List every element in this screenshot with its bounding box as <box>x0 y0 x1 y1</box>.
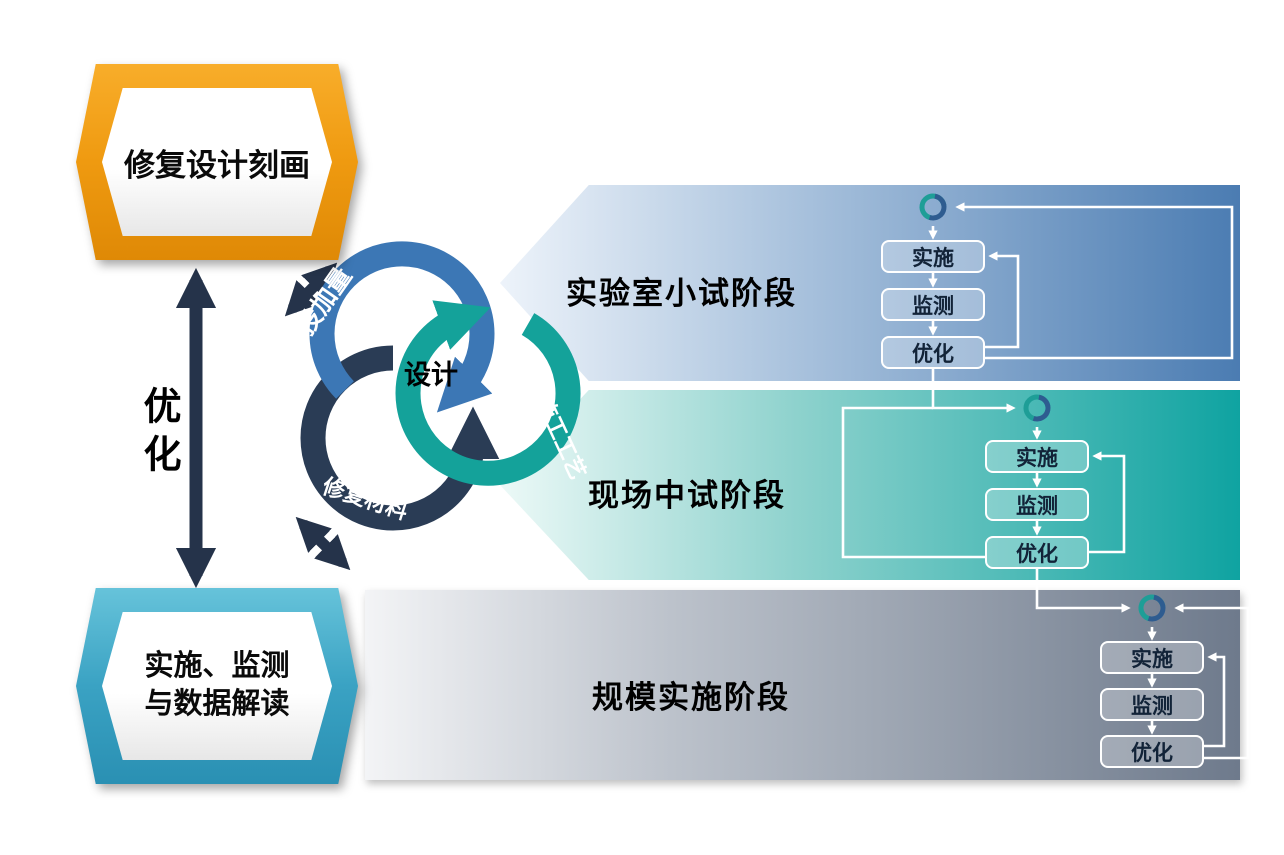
design-center-label: 设计 <box>404 360 458 390</box>
dosage-label: 投加量 <box>291 262 358 340</box>
step-box: 监测 <box>985 488 1089 521</box>
bottom-banner: 实施、监测 与数据解读 <box>76 588 358 784</box>
materials-arc <box>300 345 500 531</box>
stage-label-pilot: 现场中试阶段 <box>588 478 786 513</box>
step-box: 实施 <box>1100 641 1204 674</box>
top-banner-label: 修复设计刻画 <box>124 147 310 183</box>
step-box: 实施 <box>985 440 1089 473</box>
step-box: 监测 <box>1100 688 1204 721</box>
optimize-label: 优化 <box>137 386 179 482</box>
top-diagonal-arrow <box>284 262 338 317</box>
step-box: 监测 <box>881 288 985 321</box>
cycle-center-panel <box>396 352 466 396</box>
step-box: 优化 <box>985 536 1089 569</box>
stage-band-scale <box>365 590 1240 780</box>
bottom-banner-label-line1: 实施、监测 <box>144 650 290 683</box>
step-box: 优化 <box>1100 735 1204 768</box>
bottom-diagonal-arrow <box>295 516 351 571</box>
dosage-arc <box>309 241 495 413</box>
step-box: 实施 <box>881 240 985 273</box>
stage-label-scale: 规模实施阶段 <box>592 680 790 715</box>
top-banner: 修复设计刻画 <box>76 64 358 260</box>
stage-label-lab: 实验室小试阶段 <box>566 276 797 311</box>
materials-label: 修复材料 <box>319 473 411 524</box>
step-box: 优化 <box>881 336 985 369</box>
bottom-banner-label-line2: 与数据解读 <box>144 688 290 720</box>
